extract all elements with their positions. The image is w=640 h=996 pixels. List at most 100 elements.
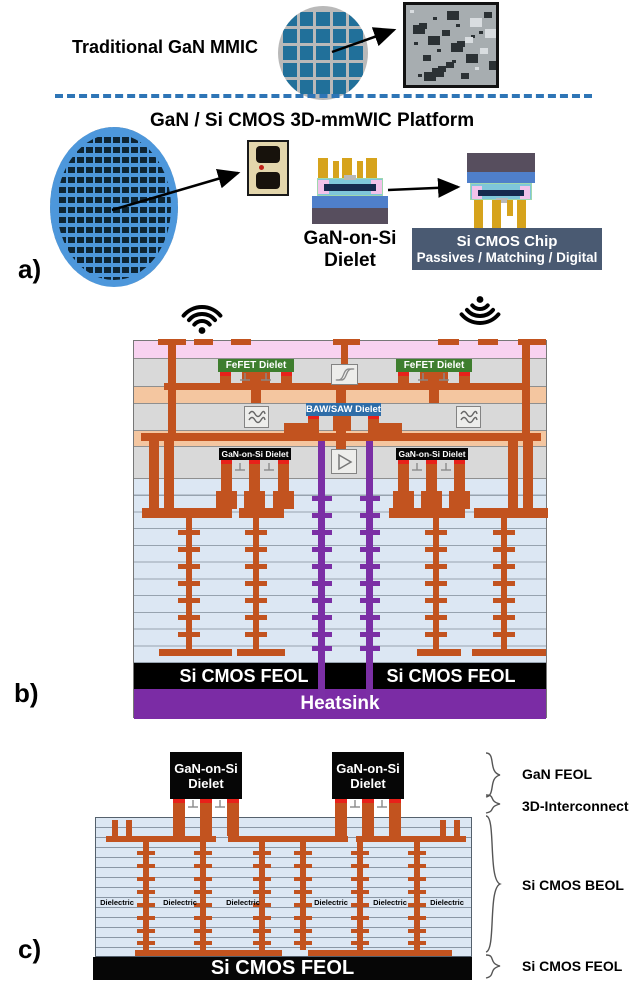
flip-substrate-layer [467, 153, 535, 172]
dielet-pad-gray [344, 175, 356, 180]
heatsink-label: Heatsink [134, 689, 546, 719]
gan-mmic-wafer [278, 6, 368, 100]
transistor-icon [375, 800, 389, 811]
transistor-icon [410, 463, 424, 474]
filter-icon [459, 410, 478, 424]
orange-interconnect [341, 341, 348, 365]
mmic-feature [446, 62, 454, 68]
orange-interconnect [242, 372, 270, 383]
orange-interconnect [478, 339, 498, 345]
wafer-die [349, 80, 363, 94]
orange-interconnect [244, 491, 265, 509]
curly-braces [485, 752, 502, 979]
via-ladder-tick [178, 530, 200, 535]
filter-icon [247, 410, 266, 424]
orange-interconnect [523, 441, 533, 513]
gan-dielet-left-label: GaN-on-Si Dielet [221, 449, 289, 459]
gan-dielet-c-right: GaN-on-Si Dielet [332, 752, 404, 799]
feol-right-text: Si CMOS FEOL [386, 665, 516, 686]
purple-tsv-tick [359, 615, 380, 620]
mmic-feature [475, 67, 479, 70]
dielet-caption-line1: GaN-on-Si [303, 228, 397, 249]
orange-interconnect [239, 508, 284, 518]
hysteresis-symbol-box [331, 364, 358, 385]
via-ladder-tick [178, 547, 200, 552]
purple-tsv-tick [359, 513, 380, 518]
bond-pad [221, 460, 232, 464]
orange-interconnect [221, 463, 232, 509]
si-cmos-feol-c-text: Si CMOS FEOL [210, 957, 355, 979]
bond-pad [249, 460, 260, 464]
purple-tsv-tick [311, 564, 332, 569]
flip-pillar [492, 200, 501, 228]
via-ladder-tick [245, 564, 267, 569]
bond-pad [454, 460, 465, 464]
wafer-die [332, 29, 347, 43]
si-cmos-feol-left-label: Si CMOS FEOL [154, 663, 334, 689]
wafer-die [283, 29, 297, 43]
fefet-dielet-right-label: FeFET Dielet [403, 360, 465, 371]
si-cmos-feol-c-bar: Si CMOS FEOL [93, 957, 472, 980]
wafer-die [349, 29, 363, 43]
flip-pad-gray [496, 198, 508, 203]
dielet-pillar [318, 158, 328, 180]
orange-interconnect [237, 649, 285, 656]
orange-interconnect [141, 433, 541, 441]
orange-interconnect [336, 385, 346, 403]
wafer-die [299, 80, 314, 94]
purple-tsv-stem [366, 441, 373, 703]
panel-a-label: a) [18, 254, 42, 284]
baw-saw-dielet-box: BAW/SAW Dielet [306, 403, 381, 416]
wafer-die [299, 46, 314, 60]
mmic-feature [437, 49, 441, 52]
wafer-die [283, 46, 297, 60]
orange-interconnect [149, 441, 159, 513]
via-ladder-stem [186, 518, 192, 654]
panel-b-label: b) [14, 678, 39, 708]
transistor-icon [262, 463, 276, 474]
gan-dielet-left-box: GaN-on-Si Dielet [219, 448, 291, 460]
fefet-dielet-right-box: FeFET Dielet [396, 359, 472, 372]
hysteresis-icon [335, 368, 354, 381]
mmic-feature [484, 12, 492, 18]
purple-tsv-tick [311, 581, 332, 586]
orange-interconnect [508, 441, 518, 513]
purple-tsv-tick [311, 547, 332, 552]
bond-pad [398, 372, 409, 376]
via-ladder-tick [493, 615, 515, 620]
via-ladder-stem [253, 518, 259, 654]
purple-tsv-tick [311, 615, 332, 620]
gan-dielet-right-box: GaN-on-Si Dielet [396, 448, 468, 460]
bond-pad [278, 460, 289, 464]
via-ladder-tick [178, 632, 200, 637]
via-ladder-stem [501, 518, 507, 654]
mmic-feature [423, 55, 431, 61]
transistor-icon [238, 373, 252, 384]
orange-interconnect [368, 418, 379, 424]
bond-pad [281, 372, 292, 376]
mmic-feature [433, 17, 437, 20]
via-ladder-tick [178, 598, 200, 603]
panel-c-label: c) [18, 934, 42, 964]
wafer-die-grid [283, 12, 363, 94]
flip-pillar [507, 200, 513, 216]
wafer-die [299, 29, 314, 43]
interconnect-shapes [134, 339, 548, 718]
orange-interconnect [142, 508, 232, 518]
orange-interconnect [278, 463, 289, 509]
via-ladder-tick [178, 581, 200, 586]
wifi-icon [181, 305, 223, 334]
flip-pillar [517, 200, 526, 228]
transistor-icon [439, 463, 453, 474]
mmic-circuit-pattern [406, 5, 496, 85]
wafer-die [349, 12, 363, 26]
gan-dielet-c-right-line1: GaN-on-Si [336, 760, 400, 776]
wafer-die [316, 80, 330, 94]
via-ladder-tick [425, 530, 447, 535]
transistor-icon [416, 373, 430, 384]
via-ladder-tick [493, 547, 515, 552]
mmic-feature [451, 43, 463, 52]
mmic-feature [461, 73, 469, 79]
purple-tsv-tick [359, 496, 380, 501]
dielet-pillar [366, 158, 377, 180]
